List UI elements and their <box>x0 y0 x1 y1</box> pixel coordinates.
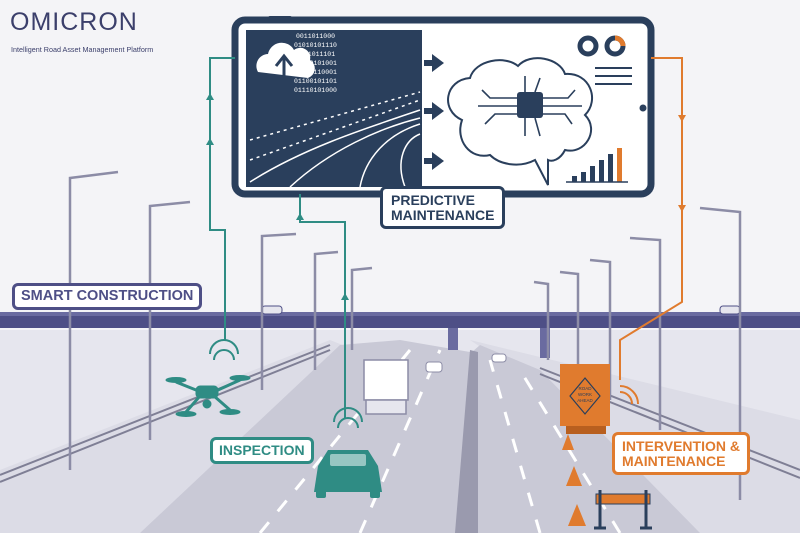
bar-chart-icon <box>572 148 622 182</box>
predictive-maintenance-label: PREDICTIVE MAINTENANCE <box>380 186 506 230</box>
text-lines-icon <box>595 67 632 85</box>
logo-tagline: Intelligent Road Asset Management Platfo… <box>11 45 154 54</box>
predictive-label-line2: MAINTENANCE <box>391 206 495 223</box>
circuit-traces <box>478 76 582 137</box>
logo-wordmark: OMICRON <box>10 8 138 36</box>
upload-arrow-icon <box>274 53 294 82</box>
overpass-rail <box>0 312 800 316</box>
distant-car <box>425 361 443 373</box>
guardrails <box>0 344 800 483</box>
tablet-home-button[interactable] <box>639 104 647 112</box>
brain-ai-icon <box>447 57 594 186</box>
road-work-sign: ROAD WORK AHEAD <box>569 377 601 415</box>
drone-signal-icon <box>209 339 239 361</box>
truck-icon <box>363 359 409 415</box>
inspection-data-links <box>209 57 346 418</box>
drone-icon <box>165 375 251 417</box>
tablet-camera <box>268 16 292 21</box>
car-on-bridge-1 <box>261 305 283 315</box>
intervention-label-line2: MAINTENANCE <box>622 452 726 469</box>
svg-text:01010101110: 01010101110 <box>294 42 337 49</box>
svg-text:01100101101: 01100101101 <box>294 78 337 85</box>
inspection-car-icon <box>314 450 382 498</box>
screen-road-graphic <box>249 91 421 188</box>
chip-icon <box>517 92 543 118</box>
maintenance-data-link <box>619 57 683 380</box>
intervention-label-line1: INTERVENTION & <box>622 438 740 454</box>
car-on-bridge-2 <box>719 305 741 315</box>
omicron-logo[interactable]: OMICRON Intelligent Road Asset Managemen… <box>10 8 210 58</box>
donut-chart-highlight <box>614 35 626 47</box>
svg-text:01110101000: 01110101000 <box>294 87 337 94</box>
data-flow-arrows <box>424 54 444 170</box>
road-barrier-icon <box>594 490 652 530</box>
street-lights <box>68 170 742 500</box>
traffic-cones <box>562 434 586 526</box>
intervention-maintenance-label: INTERVENTION & MAINTENANCE <box>612 432 750 476</box>
left-shoulder <box>0 340 360 533</box>
svg-text:11110101001: 11110101001 <box>294 60 337 67</box>
inspection-link-arrows <box>206 93 349 300</box>
binary-data: 0011011000 01010101110 011011101 1111010… <box>294 33 337 94</box>
car-signal-icon <box>333 407 363 429</box>
truck-signal-icon <box>619 385 639 405</box>
svg-text:011011101: 011011101 <box>300 51 335 58</box>
maintenance-link-arrows <box>678 115 686 212</box>
distant-car-2 <box>491 353 507 363</box>
svg-text:10001110001: 10001110001 <box>294 69 337 76</box>
smart-construction-label: SMART CONSTRUCTION <box>12 283 203 311</box>
svg-text:WORK: WORK <box>578 392 592 397</box>
inspection-label: INSPECTION <box>210 437 314 464</box>
donut-chart-icon-1 <box>577 35 599 57</box>
predictive-label-line1: PREDICTIVE <box>391 192 476 208</box>
overpass-pillar-left <box>448 328 458 350</box>
median-barrier <box>455 350 478 533</box>
svg-text:0011011000: 0011011000 <box>296 33 335 40</box>
overpass-pillar-right <box>540 328 550 358</box>
road-main-right <box>470 345 700 533</box>
overpass-deck <box>0 316 800 328</box>
svg-text:AHEAD: AHEAD <box>577 398 593 403</box>
svg-text:ROAD: ROAD <box>578 386 592 391</box>
